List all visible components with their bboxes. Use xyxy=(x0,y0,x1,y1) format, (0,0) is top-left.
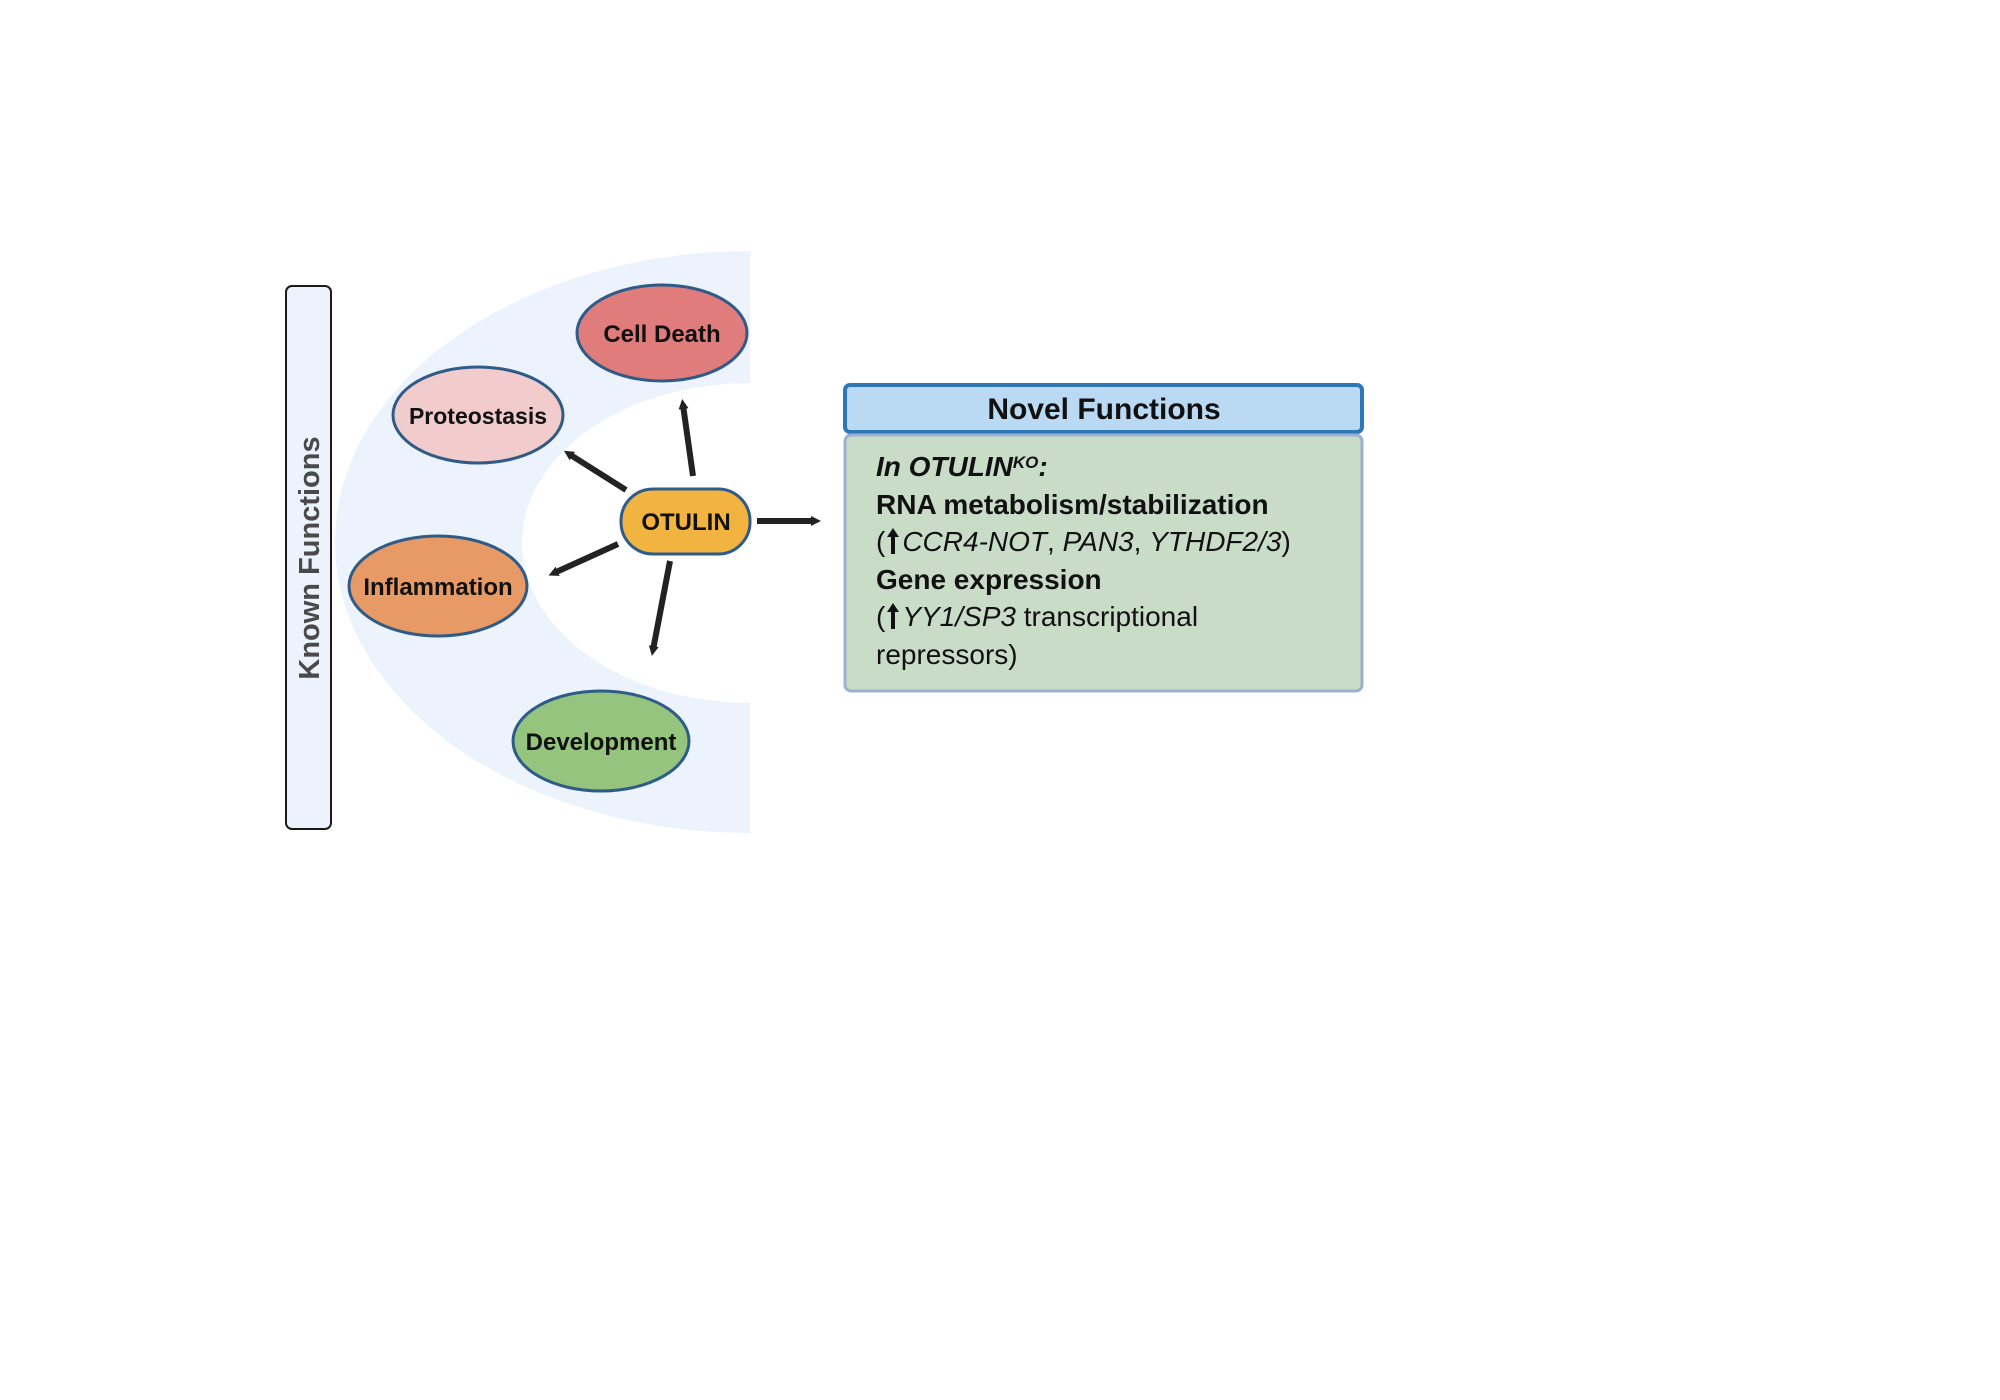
node-proteostasis: Proteostasis xyxy=(391,365,565,465)
node-cell-death-label: Cell Death xyxy=(603,321,720,348)
rna-gene-ccr4-not: CCR4-NOT xyxy=(902,526,1047,557)
novel-functions-text: In OTULINKO: RNA metabolism/stabilizatio… xyxy=(876,448,1346,673)
arrow-to-inflammation xyxy=(548,541,620,576)
rna-detail: ( CCR4-NOT, PAN3, YTHDF2/3) xyxy=(876,523,1346,561)
rna-sep-2: , xyxy=(1133,526,1150,557)
rna-heading: RNA metabolism/stabilization xyxy=(876,488,1269,520)
rna-gene-pan3: PAN3 xyxy=(1062,526,1134,557)
ko-context-suffix: : xyxy=(1038,451,1048,482)
ko-context-prefix: In OTULIN xyxy=(876,451,1013,482)
up-arrow-icon xyxy=(887,603,900,629)
node-proteostasis-label: Proteostasis xyxy=(409,403,547,429)
known-functions-bar: Known Functions xyxy=(285,285,332,830)
rna-open-paren: ( xyxy=(876,526,886,557)
novel-functions-title: Novel Functions xyxy=(987,393,1220,426)
node-inflammation: Inflammation xyxy=(347,534,529,638)
arrow-to-development xyxy=(648,560,673,656)
known-functions-label: Known Functions xyxy=(294,436,326,679)
gene-expression-heading: Gene expression xyxy=(876,563,1102,595)
arrow-to-cell-death xyxy=(678,399,696,477)
gene-rest: transcriptional repressors) xyxy=(876,601,1199,670)
ko-superscript: KO xyxy=(1012,453,1039,472)
arrow-to-proteostasis xyxy=(563,450,628,493)
node-otulin-label: OTULIN xyxy=(641,509,730,536)
node-otulin: OTULIN xyxy=(619,487,752,556)
diagram-canvas: Known Functions Cell Death Proteostasis … xyxy=(285,251,1364,833)
node-inflammation-label: Inflammation xyxy=(363,574,512,601)
rna-gene-ythdf: YTHDF2/3 xyxy=(1149,526,1282,557)
gene-yy1-sp3: YY1/SP3 xyxy=(902,601,1016,632)
node-cell-death: Cell Death xyxy=(575,283,749,383)
up-arrow-icon xyxy=(887,528,900,554)
node-development: Development xyxy=(511,689,691,793)
gene-expression-detail: ( YY1/SP3 transcriptional repressors) xyxy=(876,598,1346,673)
rna-sep-1: , xyxy=(1047,526,1063,557)
novel-functions-panel xyxy=(843,433,1364,693)
novel-functions-header: Novel Functions xyxy=(843,383,1364,434)
arrows xyxy=(548,399,821,656)
node-development-label: Development xyxy=(526,729,677,756)
ko-context-line: In OTULINKO: xyxy=(876,448,1346,486)
rna-close-paren: ) xyxy=(1281,526,1291,557)
gene-open-paren: ( xyxy=(876,601,886,632)
